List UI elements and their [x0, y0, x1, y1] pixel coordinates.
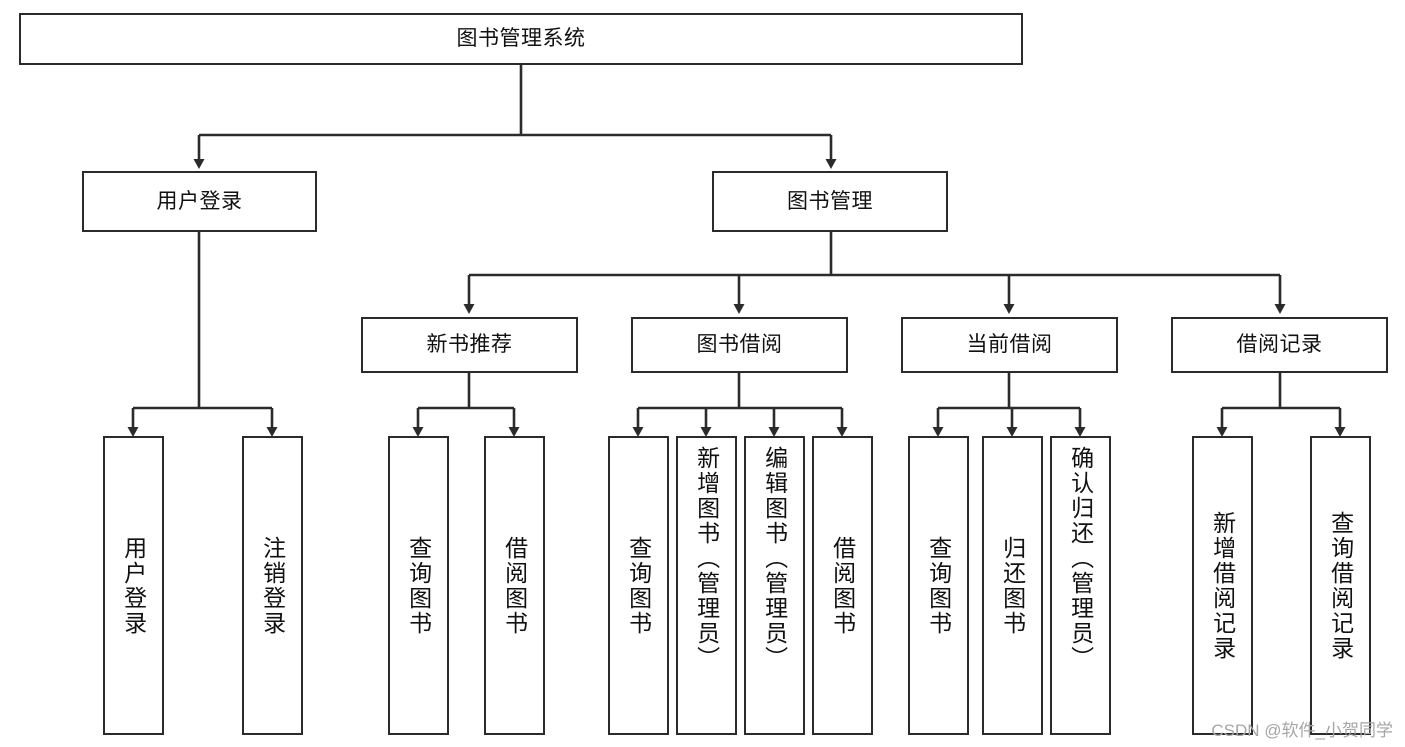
node-label: 编辑图书（管理员） [761, 446, 788, 671]
node-label: 图书管理 [787, 189, 873, 213]
node-label: 新书推荐 [426, 333, 513, 357]
node-label: 当前借阅 [966, 333, 1053, 357]
node-label: 新增图书（管理员） [693, 446, 720, 671]
leaf-borrow-book-borrowing[interactable]: 借阅图书 [812, 436, 873, 735]
watermark-text: CSDN @软件_小贺同学 [1211, 721, 1393, 740]
node-label: 查询借阅记录 [1327, 510, 1354, 661]
node-label: 借阅记录 [1236, 333, 1323, 357]
node-label: 借阅图书 [501, 535, 528, 636]
leaf-user-login[interactable]: 用户登录 [103, 436, 164, 735]
leaf-query-borrowing-record[interactable]: 查询借阅记录 [1310, 436, 1371, 735]
node-label: 新增借阅记录 [1209, 510, 1236, 661]
leaf-query-book-newbook[interactable]: 查询图书 [388, 436, 449, 735]
node-label: 图书借阅 [696, 333, 783, 357]
node-book-management[interactable]: 图书管理 [712, 171, 948, 232]
leaf-confirm-return-admin[interactable]: 确认归还（管理员） [1050, 436, 1111, 735]
leaf-query-book-current[interactable]: 查询图书 [908, 436, 969, 735]
node-borrowing-record[interactable]: 借阅记录 [1171, 317, 1388, 373]
node-book-borrowing[interactable]: 图书借阅 [631, 317, 848, 373]
node-label: 查询图书 [625, 535, 652, 636]
node-label: 归还图书 [999, 535, 1026, 636]
node-book-management-system[interactable]: 图书管理系统 [19, 13, 1023, 65]
leaf-add-borrowing-record[interactable]: 新增借阅记录 [1192, 436, 1253, 735]
leaf-logout[interactable]: 注销登录 [242, 436, 303, 735]
node-label: 用户登录 [156, 189, 243, 213]
node-label: 查询图书 [405, 535, 432, 636]
node-current-borrowing[interactable]: 当前借阅 [901, 317, 1118, 373]
leaf-borrow-book-newbook[interactable]: 借阅图书 [484, 436, 545, 735]
node-label: 图书管理系统 [456, 27, 586, 51]
leaf-query-book-borrowing[interactable]: 查询图书 [608, 436, 669, 735]
leaf-return-book[interactable]: 归还图书 [982, 436, 1043, 735]
node-label: 查询图书 [925, 535, 952, 636]
node-label: 确认归还（管理员） [1067, 446, 1094, 671]
node-label: 借阅图书 [829, 535, 856, 636]
node-new-book-recommendation[interactable]: 新书推荐 [361, 317, 578, 373]
node-user-login[interactable]: 用户登录 [82, 171, 317, 232]
node-label: 注销登录 [259, 535, 286, 636]
node-label: 用户登录 [120, 535, 147, 636]
leaf-edit-book-admin[interactable]: 编辑图书（管理员） [744, 436, 805, 735]
leaf-add-book-admin[interactable]: 新增图书（管理员） [676, 436, 737, 735]
